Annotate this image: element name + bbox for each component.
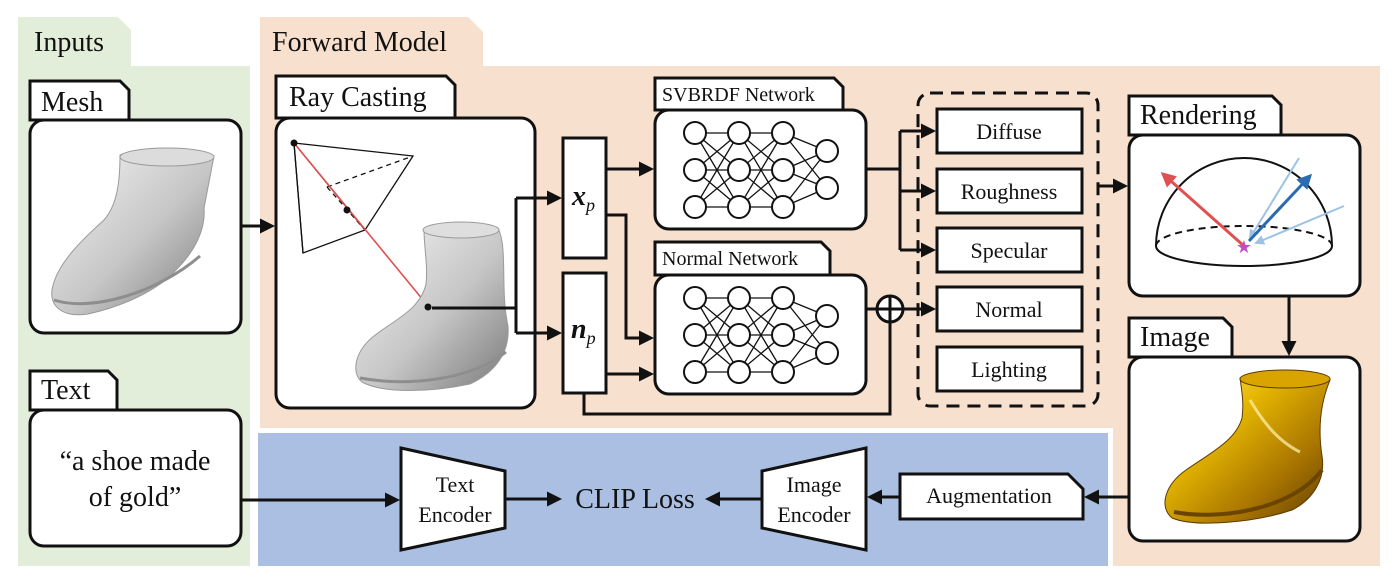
hemisphere-icon — [1155, 157, 1333, 267]
rendering-panel: Rendering ★ — [1127, 94, 1362, 298]
inputs-section-title: Inputs — [34, 27, 104, 58]
augmentation-block: Augmentation — [898, 472, 1085, 521]
output-roughness-label: Roughness — [961, 179, 1058, 204]
svbrdf-network-title: SVBRDF Network — [662, 84, 815, 106]
gray-boot-mesh — [51, 147, 215, 316]
image-encoder-label-1: Image — [787, 472, 842, 497]
xp-variable: x — [571, 181, 586, 212]
output-lighting-label: Lighting — [971, 357, 1047, 382]
output-specular-label: Specular — [971, 238, 1049, 263]
image-encoder-label-2: Encoder — [777, 502, 851, 527]
ray-casting-boot — [355, 221, 509, 391]
augmentation-label: Augmentation — [926, 483, 1052, 508]
text-panel: Text “a shoe made of gold” — [28, 369, 243, 548]
mesh-title: Mesh — [41, 87, 103, 118]
pixel-point — [343, 206, 351, 214]
rendering-title: Rendering — [1140, 100, 1257, 131]
view-direction-arrow — [1247, 173, 1313, 243]
xp-box: xp — [561, 136, 608, 260]
text-encoder-label-1: Text — [436, 472, 475, 497]
text-prompt-line-2: of gold” — [89, 482, 182, 513]
svg-text:xp: xp — [571, 181, 595, 215]
ray-casting-title: Ray Casting — [289, 82, 427, 113]
ray-casting-panel: Ray Casting — [274, 74, 537, 410]
text-encoder: Text Encoder — [399, 446, 507, 552]
connectors — [241, 123, 1297, 508]
np-variable: n — [571, 314, 587, 345]
shading-point-star: ★ — [1236, 237, 1252, 258]
output-buffers-group: Diffuse Roughness Specular Normal Lighti… — [916, 91, 1100, 408]
output-lighting: Lighting — [935, 345, 1084, 393]
output-normal-label: Normal — [975, 297, 1042, 322]
text-title: Text — [41, 375, 91, 406]
normal-network-title: Normal Network — [662, 248, 798, 270]
svbrdf-network: SVBRDF Network — [653, 76, 868, 231]
text-encoder-label-2: Encoder — [418, 502, 492, 527]
normal-network: Normal Network — [653, 240, 868, 396]
output-normal: Normal — [935, 285, 1084, 333]
output-diffuse: Diffuse — [935, 107, 1084, 155]
svg-text:np: np — [571, 314, 596, 348]
np-box: np — [561, 271, 608, 395]
image-panel: Image — [1127, 316, 1362, 543]
clip-loss-label: CLIP Loss — [575, 484, 695, 515]
mesh-panel: Mesh — [28, 79, 243, 335]
camera-point — [290, 139, 298, 147]
np-subscript: p — [585, 328, 596, 348]
light-sample-arrow-2 — [1254, 205, 1345, 245]
image-encoder: Image Encoder — [760, 446, 868, 552]
add-operator-icon — [875, 294, 905, 324]
text-prompt-line-1: “a shoe made — [60, 446, 211, 477]
image-title: Image — [1140, 322, 1210, 353]
surface-point — [424, 303, 432, 311]
xp-subscript: p — [584, 195, 595, 215]
output-roughness: Roughness — [935, 167, 1084, 215]
output-specular: Specular — [935, 226, 1084, 274]
gold-boot-render — [1164, 369, 1331, 524]
camera-ray — [293, 142, 429, 307]
forward-model-section-title: Forward Model — [272, 27, 447, 58]
incident-light-arrow — [1160, 172, 1245, 248]
output-diffuse-label: Diffuse — [976, 119, 1042, 144]
light-sample-arrow-1 — [1248, 157, 1300, 240]
